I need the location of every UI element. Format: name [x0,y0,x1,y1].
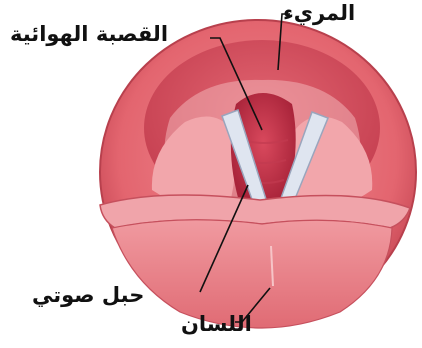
esophagus-label: المريء [283,3,355,24]
trachea-label: القصبة الهوائية [10,24,168,45]
tongue [112,220,392,328]
vocal-cord-label: حبل صوتي [32,285,144,306]
tongue-label: اللسان [181,314,252,335]
